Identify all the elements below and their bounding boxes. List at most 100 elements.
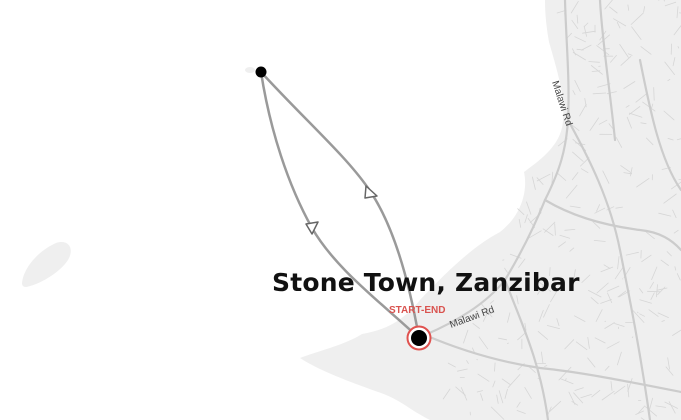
- street: [542, 228, 554, 236]
- street: [573, 269, 576, 281]
- street: [558, 366, 572, 381]
- street: [663, 0, 665, 2]
- street: [549, 267, 551, 276]
- street: [580, 394, 592, 399]
- street: [564, 229, 576, 231]
- street: [584, 98, 587, 108]
- street: [604, 0, 613, 10]
- street: [596, 45, 610, 56]
- street: [583, 25, 587, 37]
- street: [646, 137, 654, 146]
- street: [639, 299, 652, 304]
- street: [584, 22, 589, 27]
- street: [648, 309, 659, 317]
- street: [590, 65, 603, 75]
- street: [664, 61, 675, 75]
- street: [672, 329, 681, 336]
- street: [672, 57, 676, 67]
- street: [673, 229, 679, 234]
- street: [616, 22, 621, 29]
- street: [665, 366, 674, 376]
- street: [587, 337, 590, 349]
- start-end-marker-icon[interactable]: [406, 325, 432, 351]
- street: [635, 92, 648, 103]
- street: [571, 172, 579, 181]
- street: [591, 389, 601, 398]
- street: [630, 12, 644, 25]
- street: [638, 58, 681, 192]
- street: [504, 267, 508, 273]
- street: [606, 341, 620, 349]
- street: [558, 241, 566, 248]
- street: [524, 387, 532, 399]
- land-islet: [22, 242, 71, 287]
- street: [498, 337, 507, 341]
- street: [604, 365, 610, 371]
- street: [651, 266, 658, 280]
- street: [568, 391, 576, 405]
- street: [640, 46, 652, 55]
- street: [596, 282, 609, 294]
- street: [604, 322, 615, 329]
- street: [574, 315, 586, 322]
- street: [643, 6, 645, 13]
- street: [601, 390, 615, 401]
- street: [509, 253, 522, 259]
- street: [637, 405, 646, 414]
- place-label: Stone Town, Zanzibar: [272, 268, 580, 297]
- street: [598, 0, 617, 142]
- street: [617, 290, 627, 298]
- street: [676, 273, 681, 281]
- street: [598, 119, 608, 125]
- street: [537, 283, 545, 295]
- street: [647, 290, 661, 293]
- street: [664, 1, 677, 7]
- street: [572, 90, 576, 96]
- street: [614, 266, 624, 280]
- street: [606, 206, 615, 211]
- street: [600, 299, 612, 304]
- street: [667, 357, 670, 370]
- street: [572, 151, 584, 162]
- street: [637, 311, 639, 314]
- street: [617, 256, 620, 270]
- road-network: [423, 0, 681, 420]
- street: [593, 240, 606, 242]
- street: [546, 325, 560, 329]
- street: [574, 36, 586, 43]
- street: [639, 313, 645, 317]
- street: [613, 385, 626, 395]
- route-waypoint-icon[interactable]: [255, 66, 267, 78]
- street: [657, 312, 669, 318]
- street: [655, 405, 667, 408]
- street: [480, 393, 484, 401]
- street: [658, 212, 672, 217]
- street: [501, 378, 511, 385]
- street: [602, 170, 610, 184]
- street: [623, 81, 636, 89]
- street: [607, 292, 613, 303]
- street: [590, 297, 599, 305]
- street: [541, 351, 544, 364]
- street: [596, 204, 600, 212]
- street: [574, 387, 584, 391]
- street: [537, 331, 548, 340]
- street: [538, 281, 551, 292]
- street: [625, 105, 630, 108]
- street: [472, 323, 480, 329]
- street: [447, 362, 456, 368]
- street: [672, 209, 677, 218]
- street: [442, 388, 451, 400]
- street: [560, 378, 574, 385]
- street: [570, 123, 580, 131]
- street: [640, 417, 645, 420]
- street: [627, 53, 633, 56]
- street: [466, 360, 469, 364]
- street: [615, 206, 623, 209]
- street: [526, 201, 532, 215]
- street: [569, 205, 581, 209]
- street: [524, 322, 527, 331]
- land-islet-small: [245, 67, 255, 73]
- street: [592, 221, 601, 229]
